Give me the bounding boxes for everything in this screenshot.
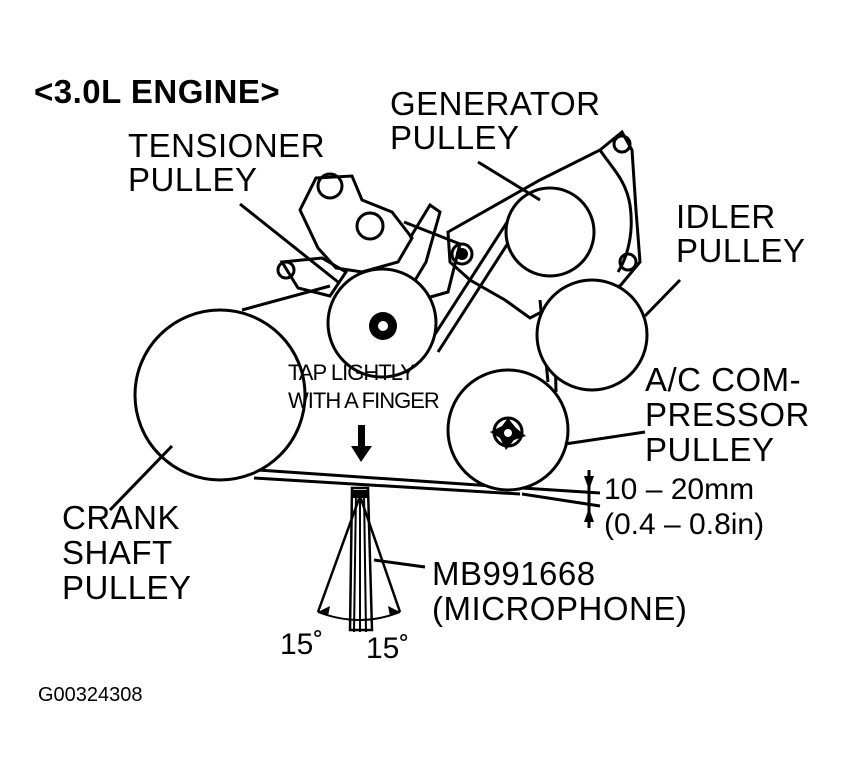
leader-crank (108, 444, 174, 512)
microphone-tool (348, 486, 374, 632)
idler-label-1: IDLER (676, 198, 776, 235)
tool-part-number: MB991668 (432, 555, 596, 592)
crank-label-2: SHAFT (62, 534, 173, 571)
angle-left-label: 15˚ (280, 628, 324, 661)
deflection-extension (521, 486, 601, 495)
angle-arrow-left (318, 606, 330, 616)
belt-run (257, 468, 523, 490)
tensioner-pivot (355, 211, 385, 241)
generator-bolt (612, 134, 632, 154)
figure-code: G00324308 (38, 684, 143, 706)
generator-bolt (450, 242, 474, 266)
microphone-tip (352, 490, 368, 498)
deflection-mm: 10 – 20mm (604, 473, 755, 506)
tensioner-pivot (316, 172, 344, 200)
generator-label-1: GENERATOR (390, 85, 601, 122)
deflection-arrow-bottom (584, 508, 594, 522)
generator-pulley (504, 186, 596, 278)
angle-right-label: 15˚ (366, 632, 410, 665)
belt-run (253, 476, 521, 496)
angle-arrow-right (388, 606, 400, 616)
leader-tensioner (239, 202, 339, 284)
tensioner-label-1: TENSIONER (128, 127, 326, 164)
deflection-arrow-top (584, 476, 594, 490)
deflection-in: (0.4 – 0.8in) (604, 508, 765, 541)
angle-line-left (316, 495, 362, 613)
tensioner-hook (408, 202, 442, 283)
tap-arrow-shaft (358, 425, 365, 449)
bracket-bolt (276, 260, 296, 280)
leader-idler (643, 278, 682, 318)
generator-bracket (446, 129, 642, 320)
generator-mount-bolt (456, 248, 468, 260)
microphone-center (363, 491, 367, 633)
microphone-center (353, 491, 357, 633)
deflection-extension (521, 492, 601, 508)
tensioner-label-2: PULLEY (128, 161, 258, 198)
crank-label-1: CRANK (62, 499, 181, 536)
tap-label-2: WITH A FINGER (288, 388, 440, 413)
tensioner-arm (279, 256, 349, 298)
angle-line-right (358, 495, 402, 613)
ac-label-3: PULLEY (645, 431, 775, 468)
tap-label-1: TAP LIGHTLY (288, 360, 415, 385)
idler-label-2: PULLEY (676, 232, 806, 269)
tensioner-bracket (298, 174, 414, 274)
leader-generator (477, 160, 541, 202)
generator-label-2: PULLEY (390, 119, 520, 156)
ac-label-1: A/C COM- (645, 361, 802, 398)
ac-label-2: PRESSOR (645, 396, 810, 433)
engine-title: <3.0L ENGINE> (34, 73, 281, 110)
leader-ac (564, 430, 646, 446)
idler-bolt (618, 252, 638, 272)
tensioner-plate (403, 220, 462, 302)
idler-pulley (535, 278, 649, 392)
crank-label-3: PULLEY (62, 569, 192, 606)
belt-run (241, 284, 331, 312)
tool-name: (MICROPHONE) (432, 590, 688, 627)
tap-arrow-head (351, 446, 372, 462)
crankshaft-pulley (133, 308, 307, 482)
